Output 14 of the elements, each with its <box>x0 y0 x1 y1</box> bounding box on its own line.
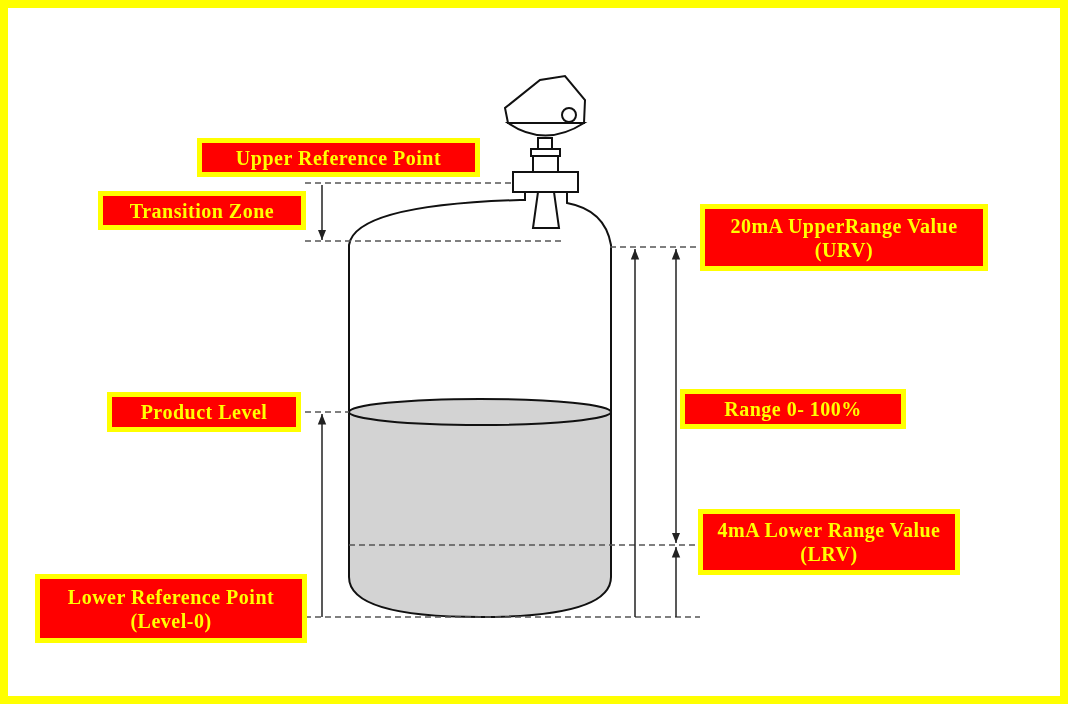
label-text: Product Level <box>140 400 268 424</box>
label-text: Lower Reference Point (Level-0) <box>66 584 276 633</box>
label-text: 20mA UpperRange Value (URV) <box>729 213 959 262</box>
label-text: Upper Reference Point <box>235 145 442 170</box>
label-box <box>698 509 960 575</box>
label-text: Transition Zone <box>129 198 275 223</box>
label-text: Range 0- 100% <box>724 397 862 421</box>
label-box <box>197 138 480 177</box>
label-box <box>107 392 301 432</box>
label-box <box>700 204 988 271</box>
label-text: 4mA Lower Range Value (LRV) <box>716 518 942 566</box>
label-box <box>98 191 306 230</box>
label-box <box>680 389 906 429</box>
label-box <box>35 574 307 643</box>
